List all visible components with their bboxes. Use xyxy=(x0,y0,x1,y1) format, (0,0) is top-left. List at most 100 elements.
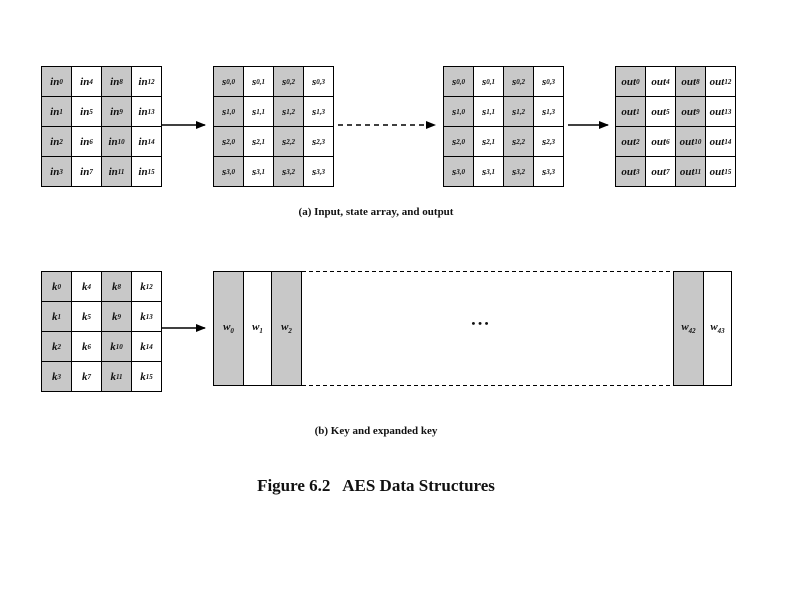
cell-base: s xyxy=(251,165,257,178)
cell-subscript: 9 xyxy=(119,107,123,116)
cell-subscript: 0,0 xyxy=(226,77,236,86)
cell-subscript: 13 xyxy=(145,312,153,321)
caption-a: (a) Input, state array, and output xyxy=(298,206,454,218)
cell-base: s xyxy=(481,135,487,148)
cell-base: s xyxy=(451,135,457,148)
cell-subscript: 3,0 xyxy=(456,167,466,176)
cell-base: s xyxy=(281,105,287,118)
cell-base: s xyxy=(281,75,287,88)
cell-subscript: 14 xyxy=(724,137,732,146)
cell-base: in xyxy=(138,135,148,148)
cell-subscript: 2,0 xyxy=(456,137,466,146)
cell-base: in xyxy=(138,165,148,178)
word-index: 43 xyxy=(717,327,725,336)
cell-base: s xyxy=(311,165,317,178)
figure-title: Figure 6.2 AES Data Structures xyxy=(257,476,495,495)
cell-base: s xyxy=(451,165,457,178)
cell-base: k xyxy=(140,370,146,383)
cell-subscript: 3,3 xyxy=(316,167,326,176)
word-label: w42 xyxy=(681,321,695,335)
cell-subscript: 11 xyxy=(694,167,702,176)
word-label: w2 xyxy=(281,321,292,335)
cell-base: k xyxy=(110,340,116,353)
cell-base: s xyxy=(541,105,547,118)
cell-subscript: 1,2 xyxy=(516,107,526,116)
cell-subscript: 0,2 xyxy=(516,77,526,86)
word-index: 2 xyxy=(288,327,292,336)
cell-subscript: 0 xyxy=(59,77,63,86)
cell-subscript: 1,0 xyxy=(226,107,236,116)
cell-base: out xyxy=(709,105,725,118)
cell-subscript: 8 xyxy=(696,77,700,86)
cell-subscript: 3,0 xyxy=(226,167,236,176)
cell-subscript: 13 xyxy=(724,107,732,116)
cell-base: out xyxy=(679,165,695,178)
cell-subscript: 7 xyxy=(89,167,93,176)
cell-subscript: 10 xyxy=(115,342,123,351)
cell-base: k xyxy=(112,310,118,323)
cell-base: out xyxy=(621,75,637,88)
cell-base: out xyxy=(621,135,637,148)
cell-base: s xyxy=(541,75,547,88)
cell-base: in xyxy=(138,75,148,88)
cell-base: in xyxy=(50,165,60,178)
cell-subscript: 1,1 xyxy=(486,107,496,116)
cell-subscript: 4 xyxy=(666,77,670,86)
cell-subscript: 14 xyxy=(145,342,153,351)
cell-subscript: 4 xyxy=(87,282,92,291)
cell-subscript: 14 xyxy=(147,137,155,146)
cell-base: k xyxy=(52,310,58,323)
cell-base: in xyxy=(110,105,120,118)
cell-base: k xyxy=(140,280,146,293)
cell-subscript: 11 xyxy=(115,372,123,381)
cell-base: s xyxy=(541,135,547,148)
word-base: w xyxy=(681,321,689,334)
cell-subscript: 10 xyxy=(117,137,125,146)
cell-subscript: 2,0 xyxy=(226,137,236,146)
cell-subscript: 0,3 xyxy=(316,77,326,86)
cell-subscript: 3,1 xyxy=(486,167,496,176)
cell-base: s xyxy=(511,165,517,178)
cell-subscript: 8 xyxy=(119,77,123,86)
cell-subscript: 0 xyxy=(57,282,62,291)
